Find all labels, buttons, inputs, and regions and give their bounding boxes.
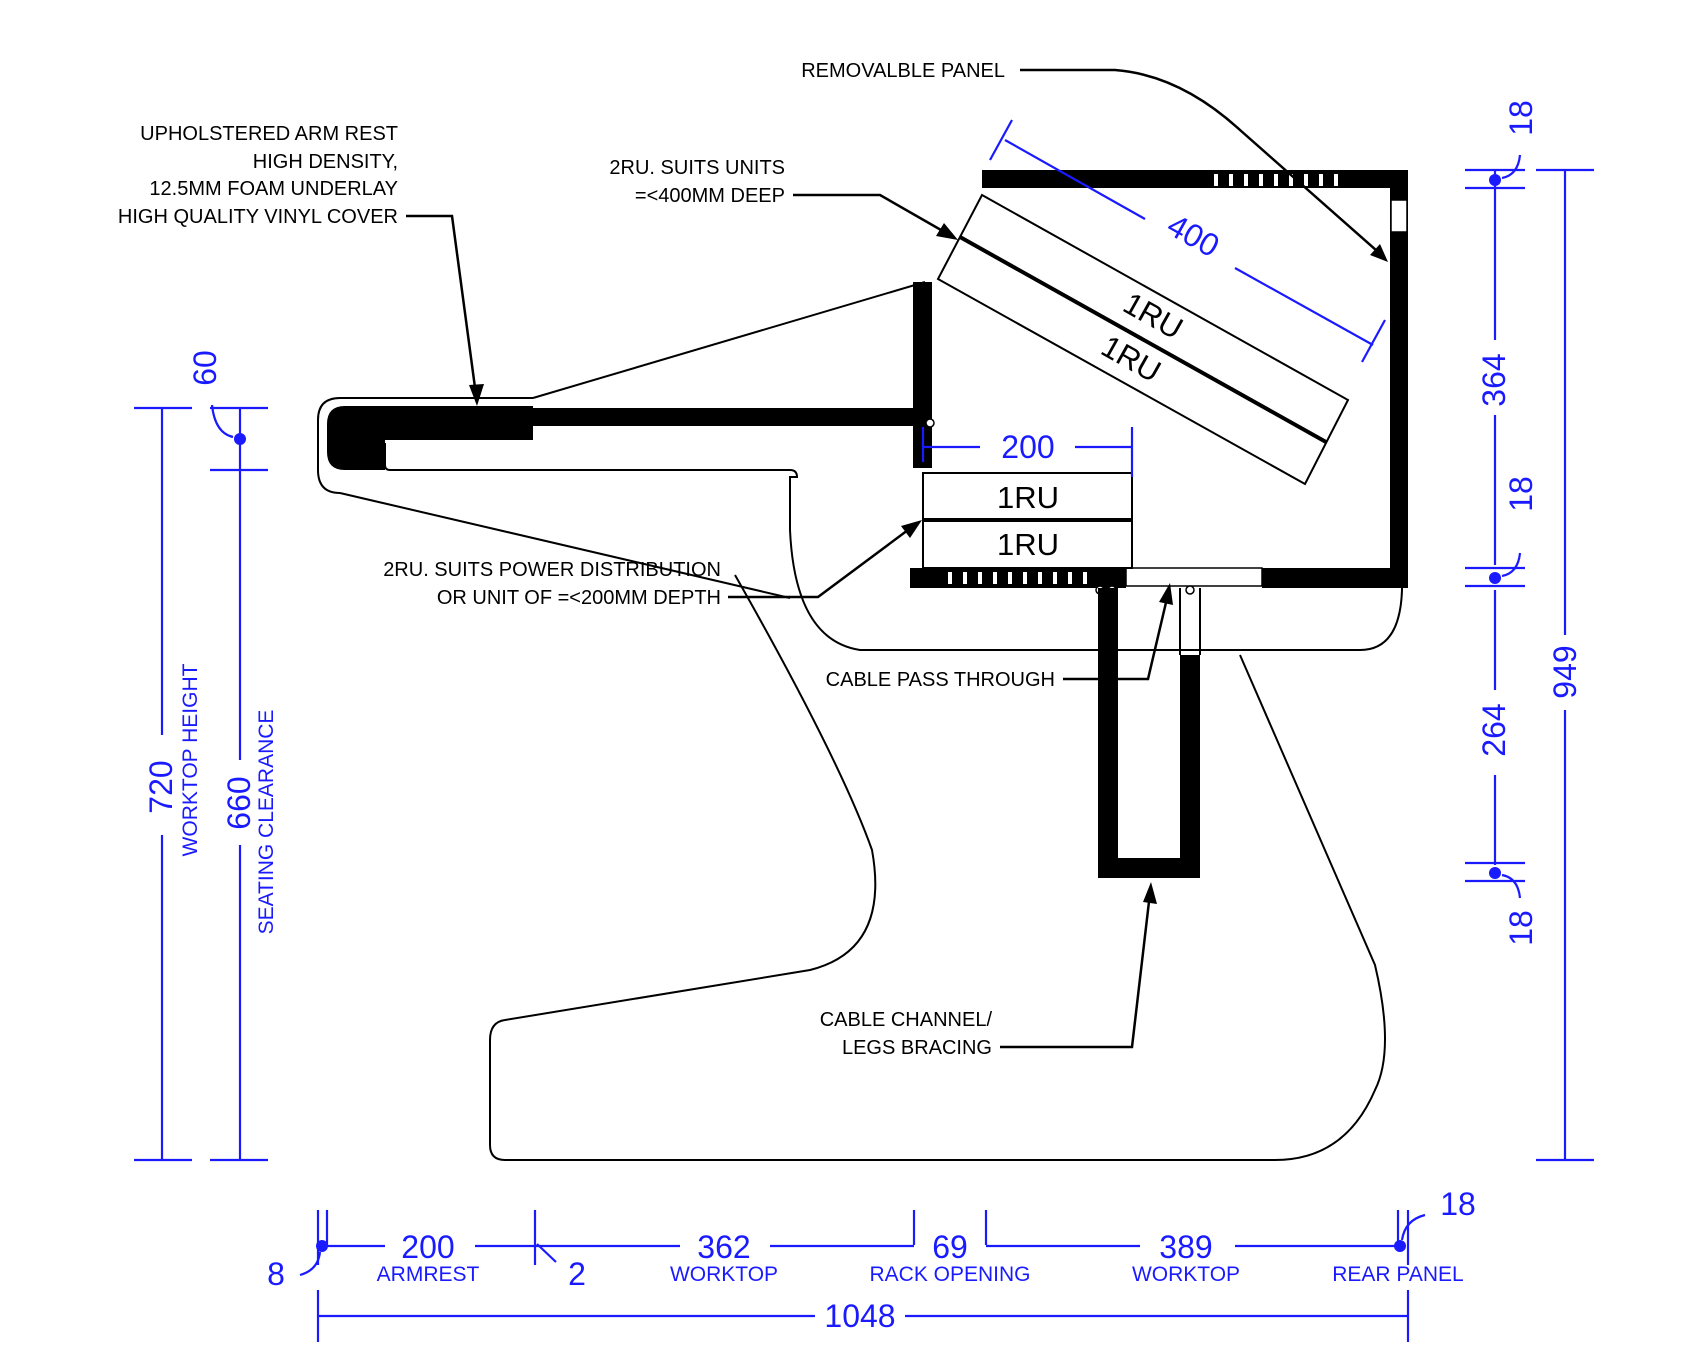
arrowhead <box>1143 882 1157 904</box>
hinge-dot <box>925 418 935 428</box>
arrowhead <box>469 384 484 406</box>
armrest-top-line <box>532 281 926 399</box>
cable-pass-label: CABLE PASS THROUGH <box>826 669 1055 691</box>
cable-channel-u <box>1098 588 1200 878</box>
dim-seating-clearance-label: SEATING CLEARANCE <box>255 710 278 935</box>
rack-bottom-panel-rear <box>1262 568 1408 588</box>
armrest-channel <box>384 443 1403 651</box>
arrowhead <box>1370 244 1388 262</box>
dim-rear-panel: 18 <box>1440 1186 1476 1222</box>
top-vent-slots <box>1214 174 1338 186</box>
removable-panel-leader <box>1020 68 1386 259</box>
dim-gap: 2 <box>568 1256 586 1292</box>
arrowhead <box>936 223 958 240</box>
dim-worktop-front: 362 <box>697 1229 750 1265</box>
arrowhead <box>901 520 922 538</box>
removable-panel-label: REMOVALBLE PANEL <box>801 60 1005 82</box>
armrest-pad <box>327 406 533 470</box>
cable-channel-label-line-2: LEGS BRACING <box>842 1037 992 1059</box>
removable-panel-insert <box>1390 199 1408 233</box>
dim-dot <box>234 433 246 445</box>
armrest-label-line-3: 12.5MM FOAM UNDERLAY <box>149 178 398 200</box>
dim-rack-depth-value: 400 <box>1161 207 1225 265</box>
cable-pass-opening <box>1125 567 1263 587</box>
bottom-vent-slots <box>948 572 1087 584</box>
dim-worktop-rear: 389 <box>1159 1229 1212 1265</box>
ru-upper-label-line-2: =<400MM DEEP <box>635 185 785 207</box>
cable-channel <box>1098 588 1201 878</box>
rack-rear-panel <box>1390 170 1408 588</box>
leg-clearance-curve <box>489 574 1386 1161</box>
rack-cabinet <box>910 170 1408 595</box>
dim-rear-panel-label: REAR PANEL <box>1332 1263 1464 1286</box>
dim-worktop-height-label: WORKTOP HEIGHT <box>179 663 202 856</box>
cable-channel-label-line-1: CABLE CHANNEL/ <box>820 1009 993 1031</box>
armrest-label-line-1: UPHOLSTERED ARM REST <box>140 123 398 145</box>
dim-worktop-front-label: WORKTOP <box>670 1263 778 1286</box>
armrest-label-line-2: HIGH DENSITY, <box>253 151 398 173</box>
dim-overall-height: 949 <box>1547 645 1583 698</box>
dim-armrest-label: ARMREST <box>377 1263 480 1286</box>
dim-upper-span: 364 <box>1476 353 1512 406</box>
dim-armrest: 200 <box>401 1229 454 1265</box>
dim-right-stack: 18 364 18 264 18 949 <box>1465 100 1594 1162</box>
dim-rack-opening-label: RACK OPENING <box>869 1263 1030 1286</box>
shelf-rack-units: 1RU 1RU <box>922 472 1133 569</box>
ru-lower-label-line-2: OR UNIT OF =<200MM DEPTH <box>437 587 721 609</box>
dim-left-stack: 720 WORKTOP HEIGHT 60 660 SEATING CLEARA… <box>134 350 278 1162</box>
dim-bottom-chain: 8 200 ARMREST 2 362 WORKTOP 69 RACK OPEN… <box>267 1186 1476 1342</box>
cable-channel-leader <box>1000 892 1152 1049</box>
armrest-nose <box>317 397 533 494</box>
callouts: REMOVALBLE PANEL UPHOLSTERED ARM REST HI… <box>118 60 1388 1059</box>
shelf-ru-lower: 1RU <box>997 527 1059 562</box>
dim-shelf-depth-value: 200 <box>1001 429 1054 465</box>
dim-dot <box>1489 867 1501 879</box>
ru-upper-label-line-1: 2RU. SUITS UNITS <box>609 157 785 179</box>
shelf-ru-upper: 1RU <box>997 480 1059 515</box>
angled-rack-units: 1RU 1RU <box>936 193 1350 486</box>
arrowhead <box>1159 583 1173 605</box>
ru-lower-leader <box>728 525 913 599</box>
armrest-bottom-line <box>339 492 791 599</box>
armrest-leader <box>406 214 478 396</box>
dim-edge-offset: 8 <box>267 1256 285 1292</box>
dim-top-panel: 18 <box>1503 100 1539 136</box>
dim-overall-width: 1048 <box>824 1298 895 1334</box>
dim-armrest-thickness: 60 <box>187 350 223 386</box>
worktop-front-panel <box>533 408 918 426</box>
rack-top-panel <box>982 170 1408 188</box>
dim-dot <box>1489 572 1501 584</box>
dim-worktop-height: 720 <box>143 760 179 813</box>
dim-shelf-depth: 200 <box>921 427 1134 477</box>
dim-rack-opening: 69 <box>932 1229 968 1265</box>
dim-worktop-rear-label: WORKTOP <box>1132 1263 1240 1286</box>
angled-ru-divider <box>959 235 1327 444</box>
dim-lower-span: 264 <box>1476 703 1512 756</box>
dim-dot <box>1489 174 1501 186</box>
armrest <box>327 282 932 470</box>
ru-upper-leader <box>793 193 949 236</box>
hinge-dot <box>1185 585 1195 595</box>
armrest-label-line-4: HIGH QUALITY VINYL COVER <box>118 206 398 228</box>
dim-dot <box>316 1240 328 1252</box>
ru-lower-label-line-1: 2RU. SUITS POWER DISTRIBUTION <box>383 559 721 581</box>
rack-bottom-panel-front <box>910 568 1126 588</box>
dim-mid-panel: 18 <box>1503 476 1539 512</box>
dim-bottom-panel: 18 <box>1503 910 1539 946</box>
dim-seating-clearance: 660 <box>221 776 257 829</box>
console-body <box>317 281 1403 1161</box>
dim-dot <box>1394 1240 1406 1252</box>
cable-channel-inner <box>1179 588 1201 655</box>
cable-pass-leader <box>1063 593 1170 681</box>
